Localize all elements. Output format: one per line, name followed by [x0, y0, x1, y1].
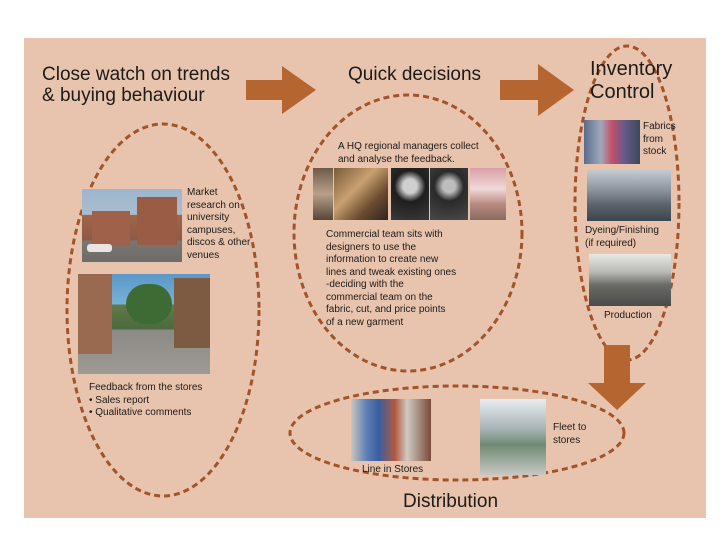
inventory-title: Inventory Control	[590, 58, 672, 104]
distribution-ellipse	[288, 384, 626, 482]
text-line: -deciding with the	[326, 279, 404, 290]
trends-title-line2: & buying behaviour	[42, 85, 205, 106]
text-line: information to create new	[326, 254, 439, 265]
text-line: commercial team on the	[326, 291, 433, 303]
dyeing-photo	[587, 169, 671, 221]
text-line: from	[643, 133, 663, 145]
arrow-inventory-to-distribution	[588, 345, 646, 410]
photo-strip-1	[313, 168, 333, 220]
campus-photo	[78, 274, 210, 374]
text-line: discos & other	[187, 237, 251, 248]
production-photo	[589, 254, 671, 306]
text-line: and analyse the feedback.	[338, 153, 455, 165]
store-feedback-text: Feedback from the stores • Sales report …	[89, 382, 202, 420]
quick-decisions-title: Quick decisions	[348, 64, 482, 85]
hq-managers-text: A HQ regional managers collect and analy…	[338, 141, 479, 166]
trends-ellipse	[65, 122, 261, 498]
text-line: university	[187, 212, 230, 223]
store-line-photo	[351, 399, 431, 461]
street-photo	[82, 189, 182, 262]
text-line: stock	[643, 146, 667, 157]
commercial-team-text: Commercial team sits with designers to u…	[326, 229, 456, 329]
text-line: stores	[553, 434, 581, 446]
text-line: designers to use the	[326, 241, 417, 253]
photo-strip-3	[391, 168, 429, 220]
text-line: lines and tweak existing ones	[326, 266, 457, 278]
feedback-bullet: • Sales report	[89, 394, 150, 406]
fabrics-text: Fabrics from stock	[643, 121, 676, 159]
arrow-quick-to-inventory	[500, 64, 574, 116]
trends-title: Close watch on trends & buying behaviour	[42, 64, 230, 106]
text-line: of a new garment	[326, 316, 404, 328]
photo-strip-2	[334, 168, 388, 220]
market-research-text: Market research on university campuses, …	[187, 187, 250, 262]
production-text: Production	[604, 310, 652, 321]
photo-strip-4	[430, 168, 468, 220]
text-line: Fleet to	[553, 422, 587, 433]
text-line: Commercial team sits with	[326, 229, 443, 240]
inventory-title-line2: Control	[590, 81, 655, 103]
photo-strip-5	[470, 168, 506, 220]
fleet-photo	[480, 399, 546, 475]
arrow-trends-to-quick	[246, 66, 316, 114]
fleet-text: Fleet to stores	[553, 422, 586, 447]
text-line: campuses,	[187, 224, 236, 236]
trends-title-line1: Close watch on trends	[42, 64, 230, 85]
inventory-title-line1: Inventory	[590, 58, 673, 80]
text-line: Dyeing/Finishing	[585, 225, 659, 236]
feedback-heading: Feedback from the stores	[89, 382, 203, 393]
text-line: fabric, cut, and price points	[326, 304, 446, 315]
fabrics-photo	[584, 120, 640, 164]
line-in-stores-text: Line in Stores	[362, 464, 424, 475]
dyeing-text: Dyeing/Finishing (if required)	[585, 225, 659, 250]
text-line: (if required)	[585, 237, 637, 249]
text-line: Fabrics	[643, 121, 676, 132]
text-line: research on	[187, 199, 240, 211]
feedback-bullet: • Qualitative comments	[89, 407, 192, 418]
text-line: A HQ regional managers collect	[338, 141, 479, 152]
text-line: venues	[187, 249, 220, 261]
distribution-title: Distribution	[403, 491, 499, 512]
text-line: Market	[187, 187, 218, 198]
quick-decisions-ellipse	[292, 93, 524, 373]
